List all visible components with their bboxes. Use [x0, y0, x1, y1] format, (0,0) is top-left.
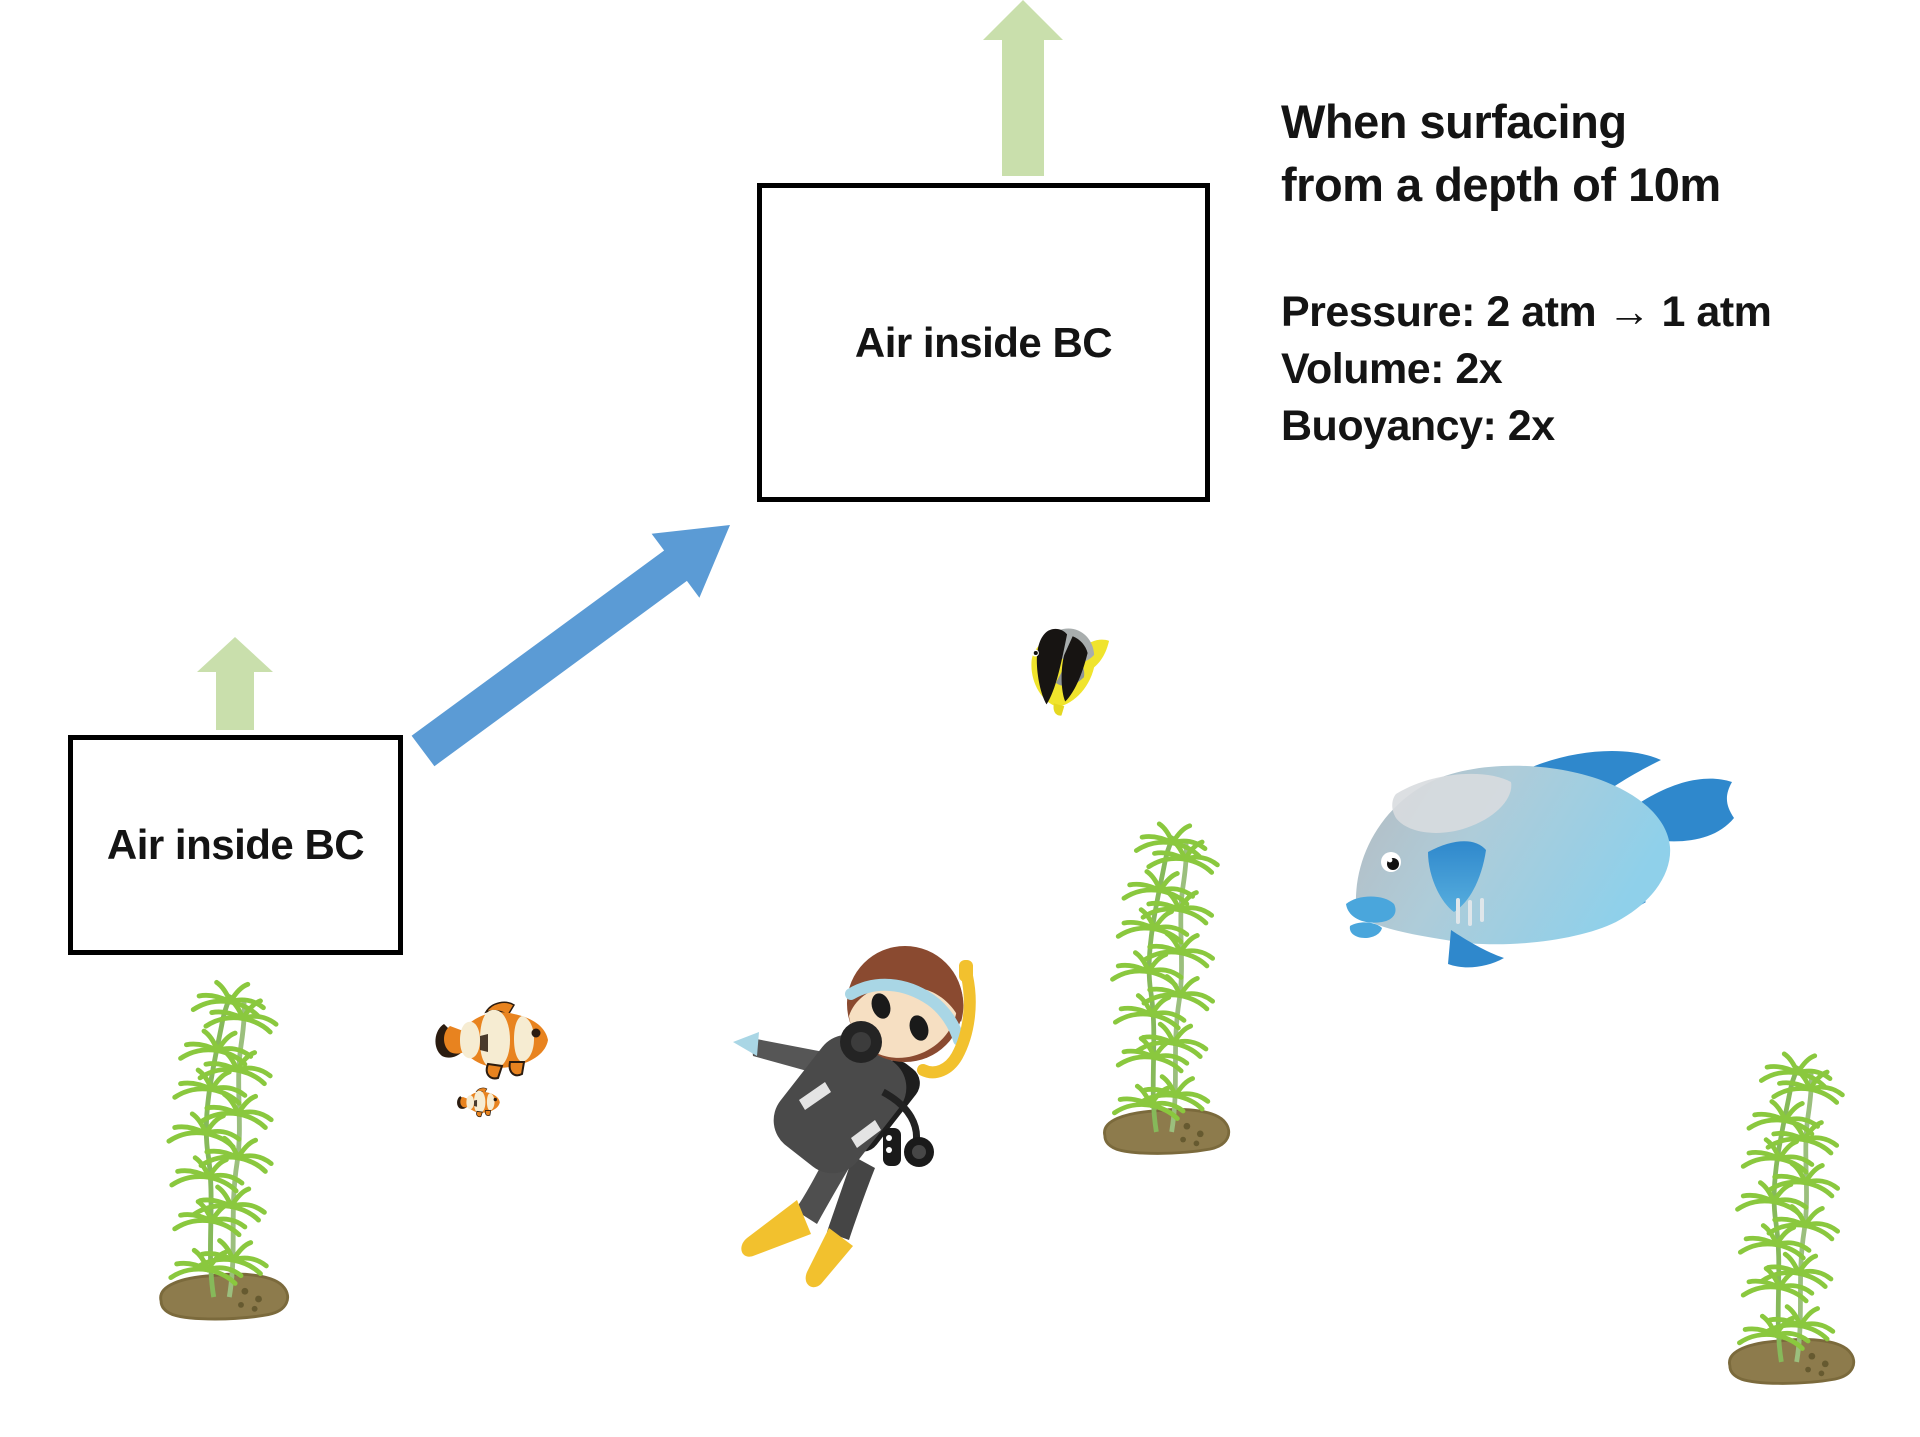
clownfish-pair-icon: [434, 1001, 549, 1118]
napoleon-wrasse-icon: [1346, 750, 1734, 968]
bc-air-box-surface-label: Air inside BC: [854, 318, 1113, 366]
pelvic-fin: [1448, 930, 1504, 968]
forehead-hump-highlight: [1392, 773, 1512, 833]
annotation-title: When surfacing from a depth of 10m: [1281, 90, 1721, 216]
diver-eye: [871, 993, 891, 1019]
fact-pressure: Pressure: 2 atm → 1 atm: [1281, 288, 1772, 336]
annotation-title-line2: from a depth of 10m: [1281, 158, 1721, 211]
gill-lines: [1456, 898, 1484, 926]
seaweed-center-icon: [1085, 800, 1243, 1172]
annotation-facts: Pressure: 2 atm → 1 atm Volume: 2x Buoya…: [1281, 284, 1772, 455]
seaweed-left-icon: [140, 958, 303, 1338]
seaweed-right-icon: [1710, 1030, 1868, 1402]
fact-volume: Volume: 2x: [1281, 345, 1503, 393]
bc-air-box-surface: Air inside BC: [757, 183, 1210, 502]
diver-console: [883, 1128, 901, 1166]
diver-mask-strap: [845, 978, 965, 1046]
fish-lips: [1346, 896, 1396, 923]
buoyancy-up-arrow-small-icon: [197, 637, 273, 730]
pectoral-fin: [1428, 841, 1486, 912]
moorish-idol-icon: [1031, 628, 1110, 716]
bc-air-box-depth: Air inside BC: [68, 735, 403, 955]
fact-buoyancy: Buoyancy: 2x: [1281, 402, 1555, 450]
diver-snorkel: [917, 970, 976, 1079]
bc-air-box-depth-label: Air inside BC: [106, 821, 365, 868]
diver-torso: [773, 1034, 907, 1174]
buoyancy-up-arrow-large-icon: [983, 0, 1063, 176]
ascent-arrow-icon: [411, 525, 730, 767]
diver-fin: [741, 1200, 811, 1257]
tail-fin: [1641, 778, 1734, 842]
diver-hand: [733, 1032, 759, 1056]
scuba-diver-icon: [733, 946, 976, 1288]
annotation-title-line1: When surfacing: [1281, 95, 1627, 148]
